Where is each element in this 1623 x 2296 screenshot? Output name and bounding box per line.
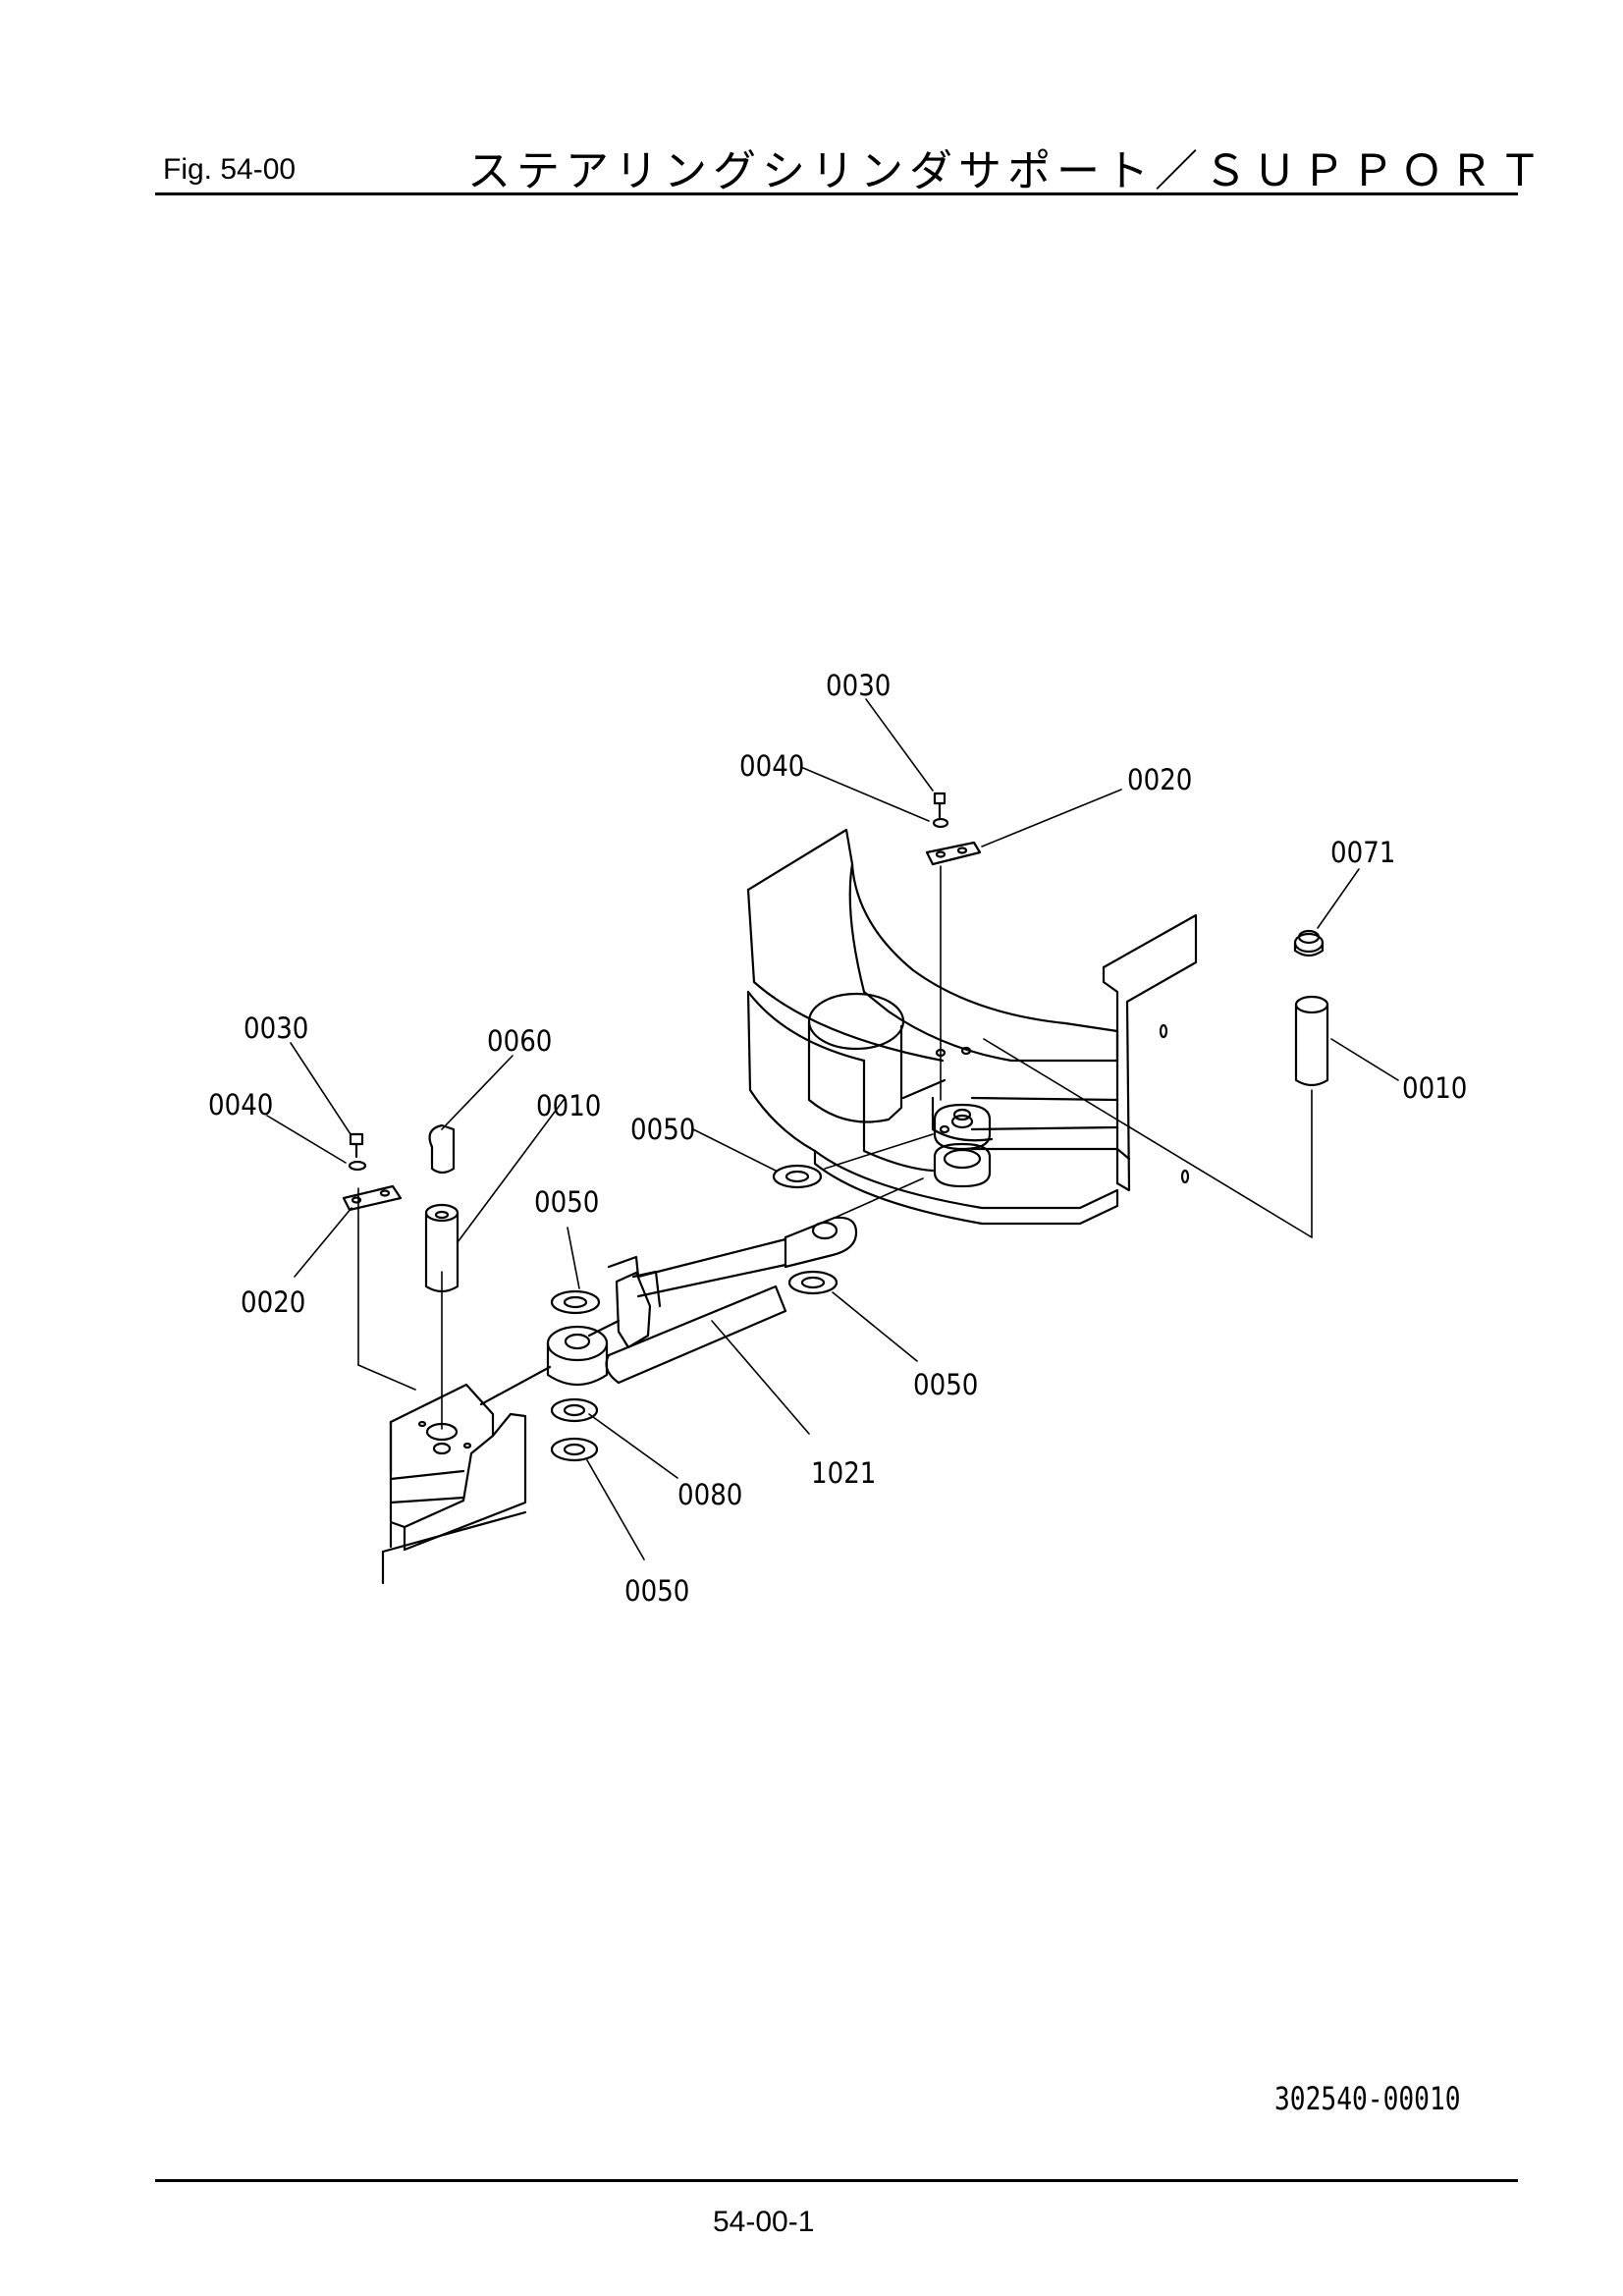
- page-number: 54-00-1: [713, 2206, 815, 2238]
- washers: [550, 1133, 934, 1462]
- callout-label: 0050: [534, 1185, 599, 1219]
- callout-label: 0020: [241, 1285, 305, 1319]
- callout-label: 0010: [1402, 1071, 1467, 1105]
- frame-bracket: [746, 828, 1198, 1226]
- steering-cylinder: [546, 1216, 858, 1386]
- callout-label: 0050: [913, 1368, 978, 1401]
- bolt-left: [342, 1132, 403, 1212]
- header-rule: [155, 192, 1518, 195]
- callout-label: 0050: [630, 1113, 695, 1146]
- callout-labels: 0030 0040 0020 0071 0010 0030 0060 0040 …: [208, 669, 1467, 1608]
- figure-number: Fig. 54-00: [163, 153, 297, 186]
- pin-right: [983, 929, 1329, 1238]
- callout-label: 0010: [536, 1089, 601, 1122]
- footer-rule: [155, 2179, 1518, 2182]
- callout-label: 1021: [811, 1456, 876, 1490]
- callout-label: 0030: [826, 669, 891, 702]
- page-title: ステアリングシリンダサポート／ＳＵＰＰＯＲＴ: [467, 146, 1547, 196]
- leader-lines: [266, 698, 1399, 1560]
- callout-label: 0040: [208, 1088, 273, 1121]
- callout-label: 0050: [624, 1574, 689, 1608]
- callout-label: 0060: [487, 1024, 552, 1058]
- bolt-right: [925, 792, 982, 1101]
- callout-label: 0020: [1127, 763, 1192, 796]
- callout-label: 0080: [677, 1478, 742, 1511]
- drawing-number: 302540-00010: [1274, 2080, 1461, 2117]
- callout-label: 0030: [243, 1011, 308, 1045]
- callout-label: 0040: [739, 749, 804, 783]
- left-bracket: [357, 1187, 552, 1585]
- pin-left: [424, 1123, 460, 1293]
- callout-label: 0071: [1330, 836, 1395, 869]
